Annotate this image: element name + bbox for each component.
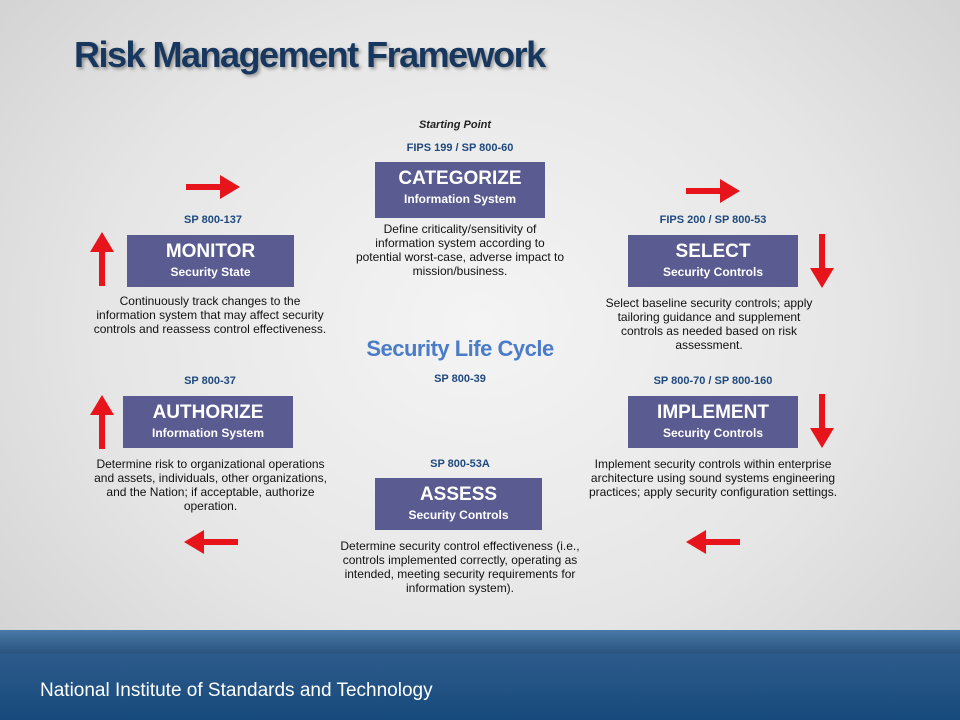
implement-box: IMPLEMENT Security Controls <box>628 396 798 448</box>
arrow-right-icon <box>686 179 740 203</box>
arrow-left-icon <box>184 530 238 554</box>
authorize-subtitle: Information System <box>151 426 265 440</box>
monitor-ref: SP 800-137 <box>184 214 242 226</box>
assess-description: Determine security control effectiveness… <box>340 539 580 595</box>
arrow-left-icon <box>686 530 740 554</box>
implement-title: IMPLEMENT <box>657 402 769 423</box>
authorize-title: AUTHORIZE <box>152 402 264 423</box>
select-description: Select baseline security controls; apply… <box>605 296 813 352</box>
implement-description: Implement security controls within enter… <box>588 457 838 499</box>
implement-ref: SP 800-70 / SP 800-160 <box>653 375 773 387</box>
footer-bar <box>0 630 960 720</box>
arrow-down-icon <box>810 234 834 288</box>
center-ref: SP 800-39 <box>434 373 486 385</box>
arrow-up-icon <box>90 395 114 449</box>
select-box: SELECT Security Controls <box>628 235 798 287</box>
implement-subtitle: Security Controls <box>662 426 764 440</box>
monitor-subtitle: Security State <box>170 265 251 279</box>
categorize-description: Define criticality/sensitivity of inform… <box>355 222 565 278</box>
monitor-box: MONITOR Security State <box>127 235 294 287</box>
select-ref: FIPS 200 / SP 800-53 <box>659 214 767 226</box>
assess-ref: SP 800-53A <box>430 458 490 470</box>
page-title: Risk Management Framework <box>74 34 546 75</box>
select-subtitle: Security Controls <box>662 265 764 279</box>
arrow-right-icon <box>186 175 240 199</box>
monitor-description: Continuously track changes to the inform… <box>93 294 327 336</box>
arrow-up-icon <box>90 232 114 286</box>
authorize-ref: SP 800-37 <box>184 375 236 387</box>
categorize-ref: FIPS 199 / SP 800-60 <box>406 142 514 154</box>
footer-band <box>0 630 960 654</box>
assess-box: ASSESS Security Controls <box>375 478 542 530</box>
arrow-down-icon <box>810 394 834 448</box>
footer-organization: National Institute of Standards and Tech… <box>40 680 433 701</box>
categorize-title: CATEGORIZE <box>398 168 522 189</box>
assess-subtitle: Security Controls <box>408 508 509 522</box>
starting-point-note: Starting Point <box>418 119 492 131</box>
security-life-cycle-label: Security Life Cycle <box>366 336 554 361</box>
select-title: SELECT <box>675 241 751 262</box>
assess-title: ASSESS <box>419 484 498 505</box>
authorize-box: AUTHORIZE Information System <box>123 396 293 448</box>
categorize-subtitle: Information System <box>403 192 517 206</box>
authorize-description: Determine risk to organizational operati… <box>94 457 327 513</box>
monitor-title: MONITOR <box>165 241 256 262</box>
categorize-box: CATEGORIZE Information System <box>375 162 545 218</box>
